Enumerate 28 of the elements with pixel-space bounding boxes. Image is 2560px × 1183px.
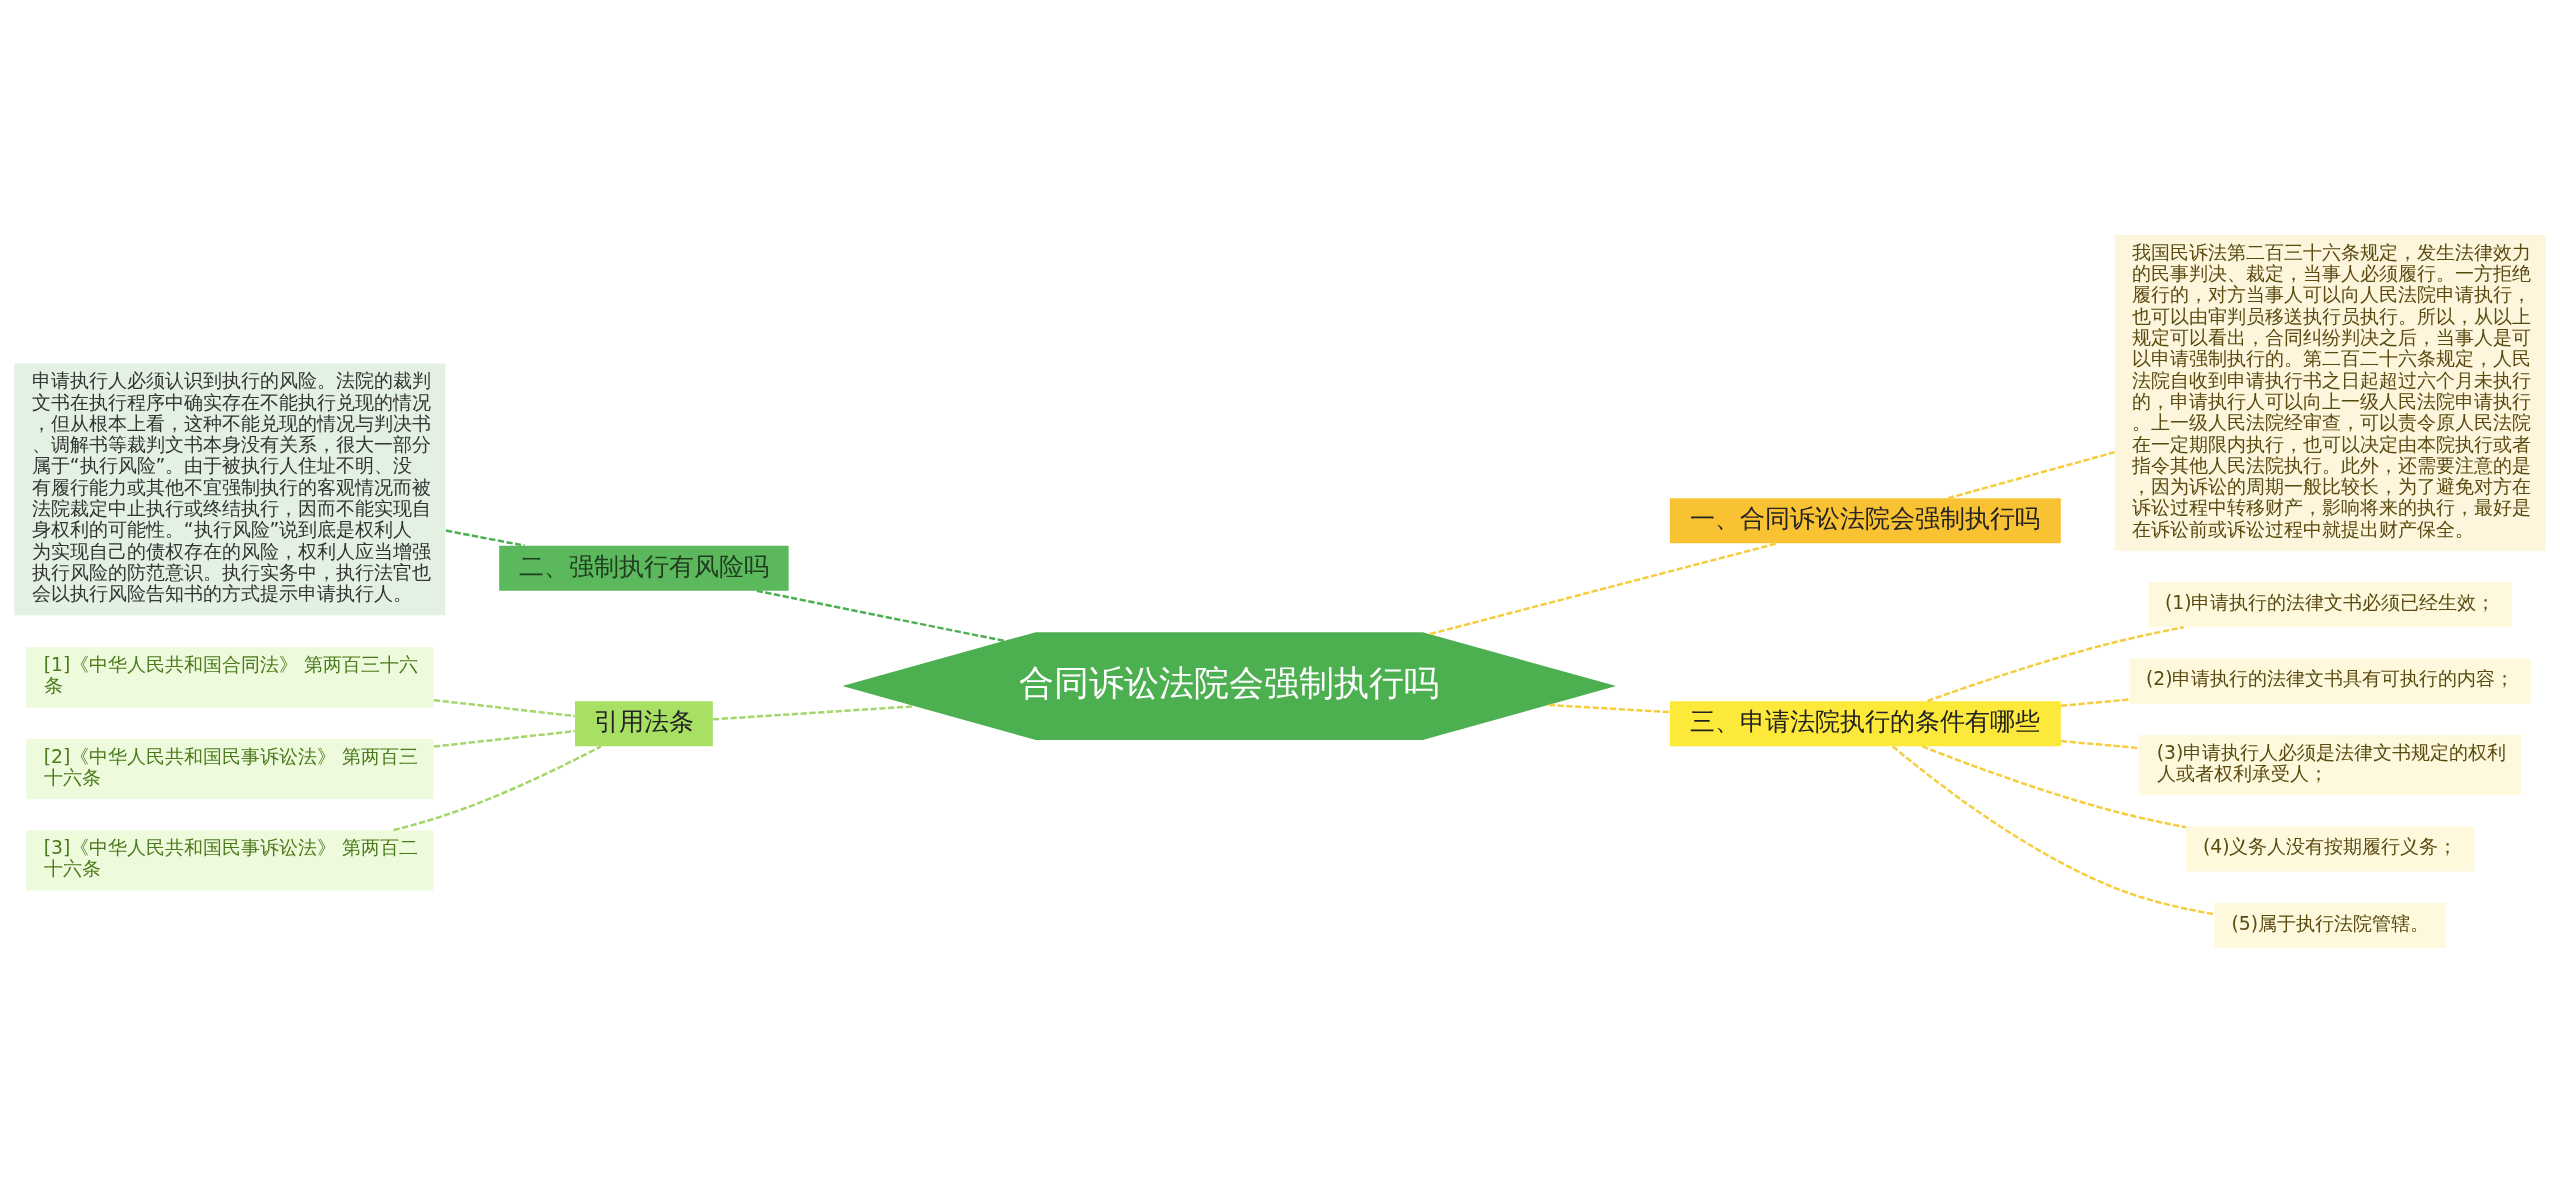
connector [433, 698, 576, 718]
node-box: (1)申请执行的法律文书必须已经生效； [2148, 582, 2512, 628]
node-box: (5)属于执行法院管辖。 [2214, 902, 2447, 948]
connector [445, 529, 525, 547]
node-box: 我国民诉法第二百三十六条规定，发生法律效力的民事判决、裁定，当事人必须履行。一方拒绝履行的，对方当事人可以向人民法院申请执行，也可以由审判员移送执行员执行。所以，从以上规定可以看出，合同纠纷判决之后，当事人是可以申请强制执行的。第二百二十六条规定，人民法院自收到申请执行书之日起超过六个月未执行的，申请执行人可以向上一级人民法院申请执行。上一级人民法院经审查，可以责令原人民法院在一定期限内执行，也可以决定由本院执行或者指令其他人民法院执行。此外，还需要注意的是，因为诉讼的周期一般比较长，为了避免对方在诉讼过程中转移财产，影响将来的执行，最好是在诉讼前或诉讼过程中就提出财产保全。 [2114, 235, 2546, 551]
node-box: [1]《中华人民共和国合同法》 第两百三十六条 [26, 647, 434, 708]
connector [1548, 703, 1670, 714]
node-box: (2)申请执行的法律文书具有可执行的内容； [2129, 658, 2531, 704]
node-box: 二、强制执行有风险吗 [499, 545, 789, 591]
node-box: 三、申请法院执行的条件有哪些 [1669, 701, 2061, 747]
connector [713, 705, 915, 721]
connector [1921, 745, 2187, 829]
connector [1947, 450, 2115, 500]
connector [433, 729, 576, 748]
connector [393, 745, 602, 832]
connector [756, 589, 1005, 643]
node-box: [2]《中华人民共和国民事诉讼法》 第两百三十六条 [26, 738, 434, 799]
connector [1927, 626, 2184, 703]
connector [2060, 739, 2140, 750]
connector [1429, 542, 1778, 636]
node-box: [3]《中华人民共和国民事诉讼法》 第两百二十六条 [26, 830, 434, 891]
node-box: (4)义务人没有按期履行义务； [2186, 826, 2475, 872]
node-box: 一、合同诉讼法院会强制执行吗 [1669, 498, 2061, 544]
node-box: (3)申请执行人必须是法律文书规定的权利人或者权利承受人； [2139, 734, 2522, 796]
node-box: 申请执行人必须认识到执行的风险。法院的裁判文书在执行程序中确实存在不能执行兑现的情况，但从根本上看，这种不能兑现的情况与判决书、调解书等裁判文书本身没有关系，很大一部分属于“执行风险”。由于被执行人住址不明、没有履行能力或其他不宜强制执行的客观情况而被法院裁定中止执行或终结执行，因而不能实现自身权利的可能性。“执行风险”说到底是权利人为实现自己的债权存在的风险，权利人应当增强执行风险的防范意识。执行实务中，执行法官也会以执行风险告知书的方式提示申请执行人。 [14, 363, 446, 616]
connector [1891, 745, 2215, 916]
connector [2060, 698, 2130, 708]
node-box: 引用法条 [575, 701, 713, 747]
